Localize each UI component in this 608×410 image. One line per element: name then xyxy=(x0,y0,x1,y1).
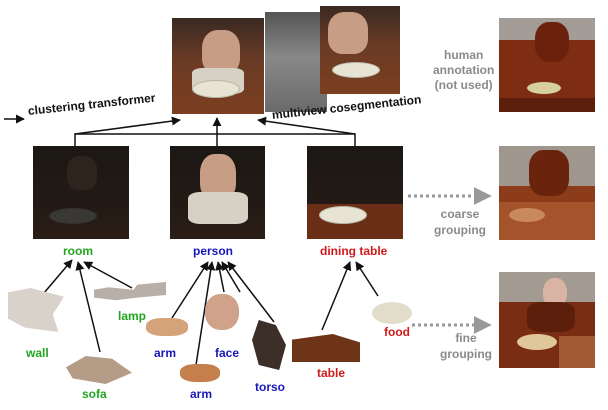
person-label: person xyxy=(193,244,234,258)
face-label: face xyxy=(215,346,240,360)
sofa-fragment xyxy=(66,356,132,384)
face-fragment xyxy=(205,294,239,330)
human-annotation-segmentation xyxy=(499,18,595,112)
sofa-label: sofa xyxy=(82,387,107,401)
top-photo-back xyxy=(320,6,400,94)
arm-bottom-label: arm xyxy=(190,387,213,401)
food-label: food xyxy=(384,325,410,339)
room-label: room xyxy=(63,244,93,258)
coarse-grouping-segmentation xyxy=(499,146,595,240)
arm-bottom-fragment xyxy=(180,364,220,382)
coarse-grouping-label: coarse grouping xyxy=(434,207,486,237)
arm-left-label: arm xyxy=(154,346,177,360)
fine-grouping-label: fine grouping xyxy=(440,331,492,361)
table-label: table xyxy=(317,366,346,380)
clustering-transformer-label: clustering transformer xyxy=(27,90,157,118)
arm-left-fragment xyxy=(146,318,188,336)
human-annotation-label: human annotation (not used) xyxy=(433,48,495,92)
fine-grouping-segmentation xyxy=(499,272,595,368)
torso-label: torso xyxy=(255,380,285,394)
food-fragment xyxy=(372,302,412,324)
lamp-fragment xyxy=(94,282,166,301)
torso-fragment xyxy=(252,320,286,370)
table-fragment xyxy=(292,334,360,362)
person-mask-photo xyxy=(170,146,265,239)
top-photo-front xyxy=(172,18,264,114)
lamp-label: lamp xyxy=(118,309,147,323)
wall-fragment xyxy=(8,288,64,332)
dining-table-mask-photo xyxy=(307,146,403,239)
room-mask-photo xyxy=(33,146,129,239)
dining-table-label: dining table xyxy=(320,244,388,258)
top-photo-gray-back xyxy=(265,12,327,112)
wall-label: wall xyxy=(26,346,49,360)
